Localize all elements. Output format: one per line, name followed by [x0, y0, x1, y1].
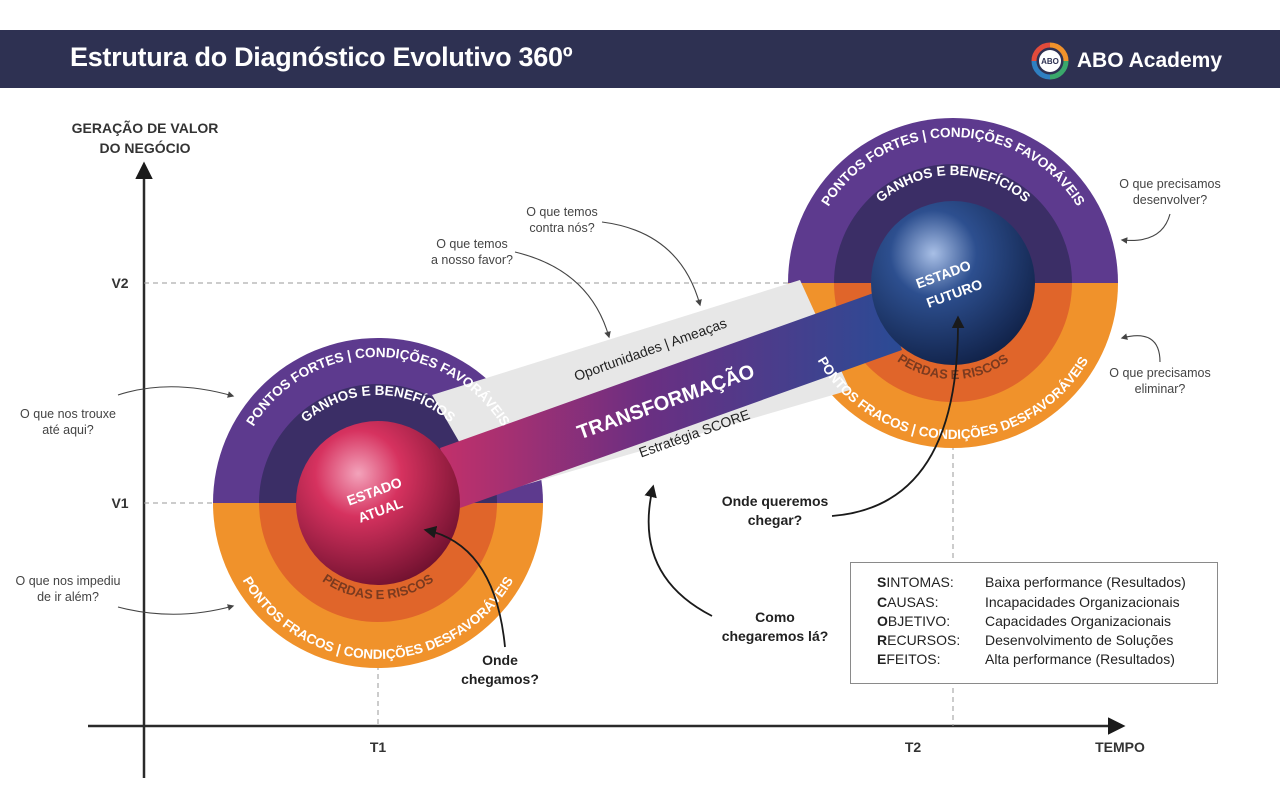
q-want-line2: chegar?	[748, 512, 802, 528]
arrow-impeded	[117, 604, 235, 615]
q-brought-line2: até aqui?	[42, 423, 93, 437]
score-key-rest: ECURSOS:	[887, 632, 961, 648]
q-brought-line1: O que nos trouxe	[20, 407, 116, 421]
x-axis-title: TEMPO	[1095, 739, 1145, 755]
arrow-brought	[117, 386, 235, 398]
t1-label: T1	[370, 739, 387, 755]
q-favor-line2: a nosso favor?	[431, 253, 513, 267]
score-value: Alta performance (Resultados)	[985, 651, 1175, 667]
score-table: SINTOMAS:Baixa performance (Resultados) …	[850, 562, 1218, 684]
q-favor-line1: O que temos	[436, 237, 508, 251]
q-how-line1: Como	[755, 609, 795, 625]
t2-label: T2	[905, 739, 922, 755]
score-initial: C	[877, 594, 888, 610]
score-initial: O	[877, 613, 888, 629]
arrow-favor	[514, 251, 611, 339]
q-impeded-line2: de ir além?	[37, 590, 99, 604]
score-row: EFEITOS: Alta performance (Resultados)	[877, 651, 1175, 667]
page-title: Estrutura do Diagnóstico Evolutivo 360º	[70, 42, 573, 72]
q-how-line2: chegaremos lá?	[722, 628, 829, 644]
y-axis-title-line2: DO NEGÓCIO	[99, 139, 190, 156]
arrow-where	[423, 525, 506, 648]
abo-logo-icon: ABO	[1031, 42, 1069, 80]
score-row: RECURSOS: Desenvolvimento de Soluções	[877, 632, 1173, 648]
score-value: Baixa performance (Resultados)	[985, 574, 1186, 590]
q-develop-line1: O que precisamos	[1119, 177, 1220, 191]
brand: ABO ABO Academy	[1031, 42, 1222, 80]
transformation-band	[440, 290, 902, 508]
arrow-want	[831, 315, 965, 517]
q-develop-line2: desenvolver?	[1133, 193, 1207, 207]
score-initial: R	[877, 632, 888, 648]
q-eliminate-line1: O que precisamos	[1109, 366, 1210, 380]
score-key-rest: AUSAS:	[887, 594, 939, 610]
q-against-line2: contra nós?	[529, 221, 594, 235]
q-where-line2: chegamos?	[461, 671, 539, 687]
score-initial: S	[877, 574, 887, 590]
arrow-develop	[1120, 213, 1171, 244]
arrow-how	[644, 484, 713, 617]
arrow-eliminate	[1120, 333, 1161, 363]
brand-name: ABO Academy	[1076, 49, 1222, 72]
score-value: Incapacidades Organizacionais	[985, 594, 1180, 610]
future-state-sphere	[871, 201, 1035, 365]
v1-label: V1	[111, 495, 128, 511]
score-key-rest: FEITOS:	[886, 651, 941, 667]
logo-text: ABO	[1041, 57, 1059, 66]
header-bar: Estrutura do Diagnóstico Evolutivo 360º …	[0, 30, 1280, 88]
score-row: OBJETIVO: Capacidades Organizacionais	[877, 613, 1171, 629]
y-axis-title-line1: GERAÇÃO DE VALOR	[72, 119, 219, 136]
v2-label: V2	[111, 275, 128, 291]
score-value: Desenvolvimento de Soluções	[985, 632, 1174, 648]
score-value: Capacidades Organizacionais	[985, 613, 1171, 629]
q-want-line1: Onde queremos	[722, 493, 829, 509]
q-eliminate-line2: eliminar?	[1135, 382, 1186, 396]
score-key-rest: BJETIVO:	[887, 613, 951, 629]
score-key-rest: INTOMAS:	[886, 574, 954, 590]
score-row: SINTOMAS: Baixa performance (Resultados)	[877, 574, 1186, 590]
q-where-line1: Onde	[482, 652, 518, 668]
current-state-sphere	[296, 421, 460, 585]
score-initial: E	[877, 651, 887, 667]
q-impeded-line1: O que nos impediu	[16, 574, 121, 588]
score-row: CAUSAS: Incapacidades Organizacionais	[877, 594, 1180, 610]
q-against-line1: O que temos	[526, 205, 598, 219]
arrow-against	[601, 221, 702, 307]
